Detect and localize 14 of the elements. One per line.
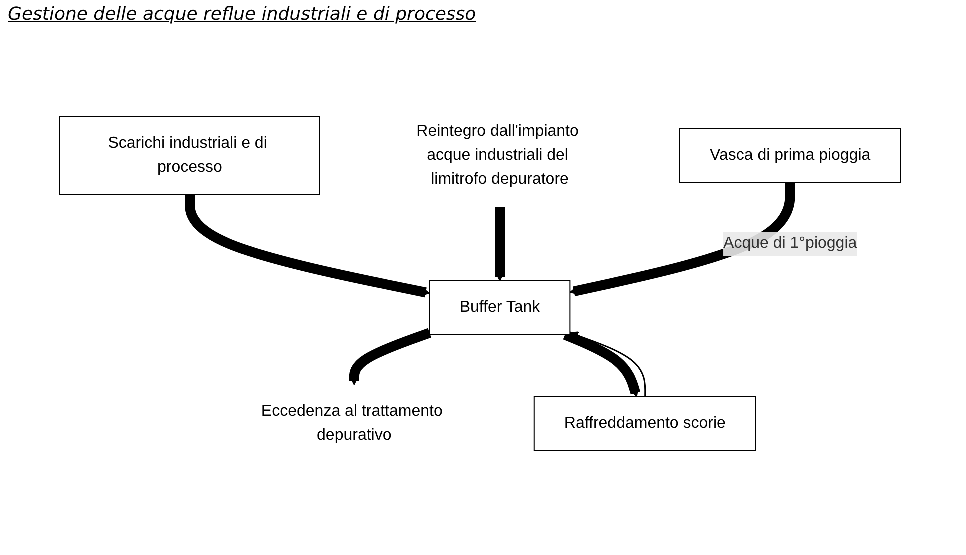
node-box: Raffreddamento scorie	[534, 396, 756, 452]
arrow	[569, 183, 795, 297]
node-text: Reintegro dall'impianto acque industriali del limitrofo depuratore	[416, 123, 579, 188]
arrow	[562, 330, 640, 398]
node-text: Eccedenza al trattamento depurativo	[261, 403, 443, 444]
diagram-title: Gestione delle acque reflue industriali e di processo	[8, 4, 478, 25]
node-box: Scarichi industriali e di processo	[59, 116, 320, 196]
node-box: Vasca di prima pioggia	[679, 128, 901, 184]
arrow	[184, 195, 430, 298]
arrow	[349, 328, 432, 386]
node-box: Buffer Tank	[428, 280, 570, 336]
arrow	[569, 332, 646, 397]
arrow	[494, 207, 505, 282]
edge-label: Acque di 1°pioggia	[723, 235, 857, 252]
